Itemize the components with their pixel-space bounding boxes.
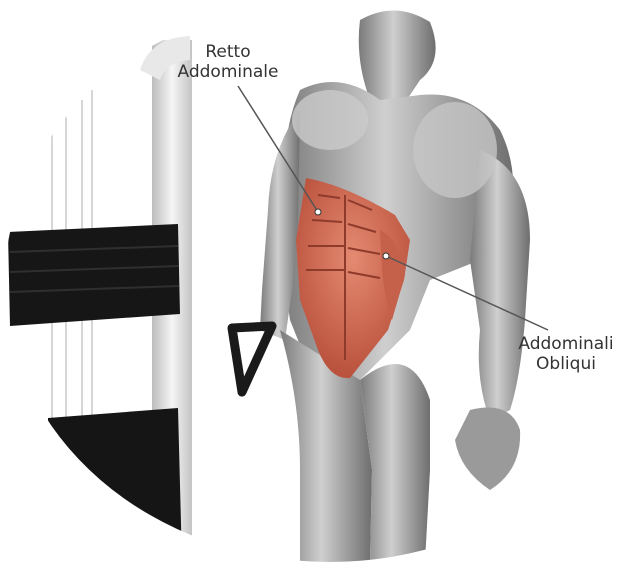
rectus-label-line1: Retto xyxy=(176,42,280,62)
cable-handle xyxy=(232,326,272,392)
rectus-label-line2: Addominale xyxy=(176,62,280,82)
weight-stack-lower xyxy=(48,408,182,562)
obliques-callout-dot xyxy=(383,253,389,259)
weight-stack-upper xyxy=(8,224,180,326)
rectus-callout-dot xyxy=(315,209,321,215)
obliques-label: Addominali Obliqui xyxy=(516,334,616,374)
obliques-label-line2: Obliqui xyxy=(516,354,616,374)
obliques-label-line1: Addominali xyxy=(516,334,616,354)
rectus-abdominis-label: Retto Addominale xyxy=(176,42,280,82)
